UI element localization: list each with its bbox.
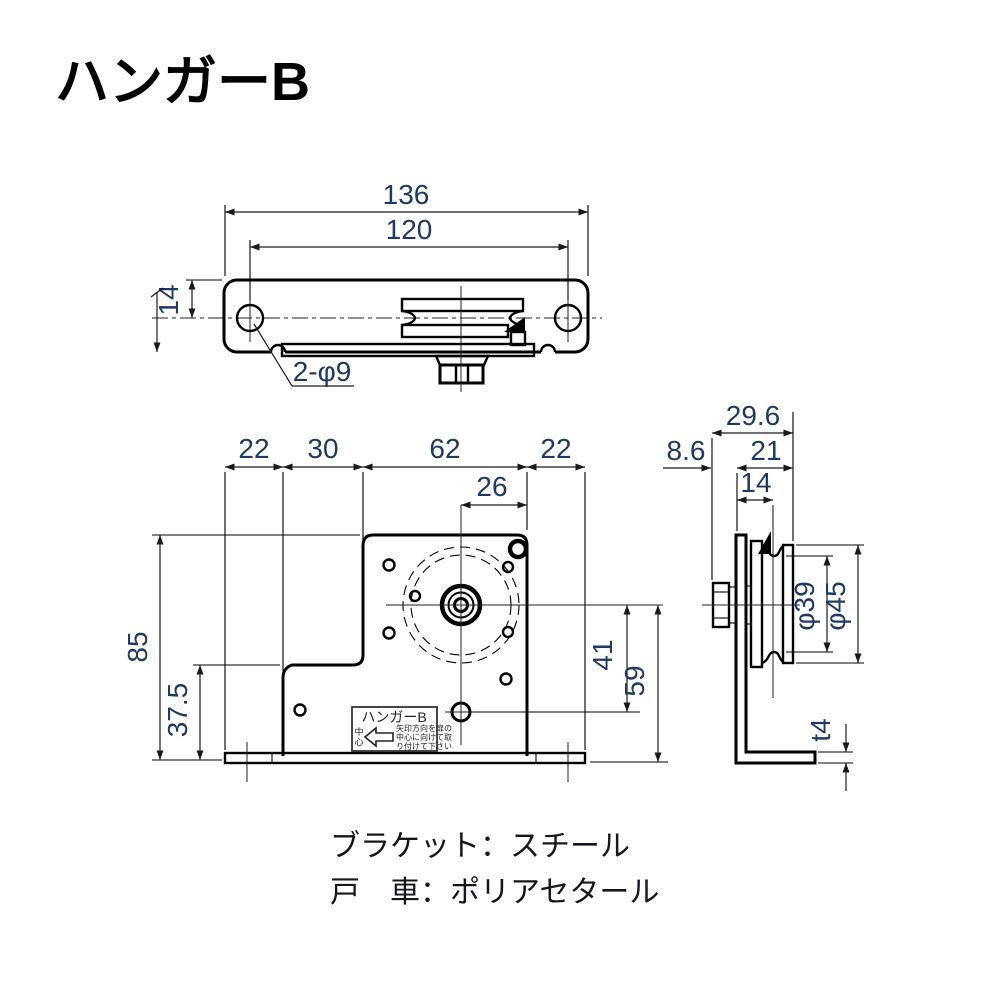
- dim-body-width: 62: [429, 433, 460, 464]
- side-view: 29.6 8.6 21 14 φ39: [663, 400, 864, 791]
- dim-flange-thickness: t4: [805, 718, 836, 741]
- label-center-char2: 心: [354, 737, 363, 747]
- dim-left-offset: 30: [307, 433, 338, 464]
- dim-center-to-edge: 26: [476, 471, 507, 502]
- direction-arrow-mark: [504, 317, 525, 332]
- corner-rivet: [507, 538, 529, 560]
- front-view-bracket: [281, 533, 529, 756]
- dim-overall-depth: 29.6: [726, 400, 781, 431]
- label-center-char1: 中: [354, 726, 363, 737]
- note-roller-material: 戸 車：ポリアセタール: [330, 876, 659, 909]
- dim-edge-to-center: 14: [153, 284, 184, 315]
- top-view-door-plate: [280, 342, 536, 358]
- dim-roller-diameter: φ45: [820, 581, 851, 630]
- dim-overall-width: 136: [383, 179, 430, 210]
- dim-left-foot: 22: [238, 433, 269, 464]
- front-view: 22 30 62 22 26: [122, 433, 668, 782]
- label-instruction-3: り付けて下さい: [396, 741, 452, 751]
- page-title: ハンガーB: [55, 52, 310, 112]
- instruction-label: ハンガーB 中 心 矢印方向を扉の 中心に向けて取 り付けて下さい: [351, 706, 452, 752]
- dim-center-to-bottom: 59: [619, 665, 650, 696]
- front-view-bottom-flange: [223, 751, 587, 765]
- dim-overall-height: 85: [122, 631, 153, 662]
- dim-plate-offset: 8.6: [667, 435, 706, 466]
- dim-center-to-hole: 41: [587, 639, 618, 670]
- dim-hole-pitch: 120: [386, 214, 433, 245]
- top-view: 136 120 14 2-φ9: [150, 179, 602, 392]
- dim-holes-note: 2-φ9: [293, 356, 352, 387]
- label-instruction-2: 中心に向けて取: [396, 732, 452, 742]
- roller-right-flange: [781, 543, 795, 665]
- label-instruction-1: 矢印方向を扉の: [396, 723, 452, 733]
- dim-rail-offset: 14: [740, 467, 771, 498]
- side-view-bracket: [734, 533, 817, 765]
- dim-bracket-depth: 21: [750, 435, 781, 466]
- note-bracket-material: ブラケット：スチール: [330, 830, 630, 863]
- label-title: ハンガーB: [361, 709, 426, 725]
- dim-groove-diameter: φ39: [789, 581, 820, 630]
- top-view-roller: [400, 297, 527, 347]
- dim-lower-height: 37.5: [162, 683, 193, 738]
- dim-right-foot: 22: [540, 433, 571, 464]
- top-view-plate: [222, 278, 590, 354]
- roller-left-flange: [749, 539, 764, 669]
- left-arrow-icon: [363, 726, 394, 748]
